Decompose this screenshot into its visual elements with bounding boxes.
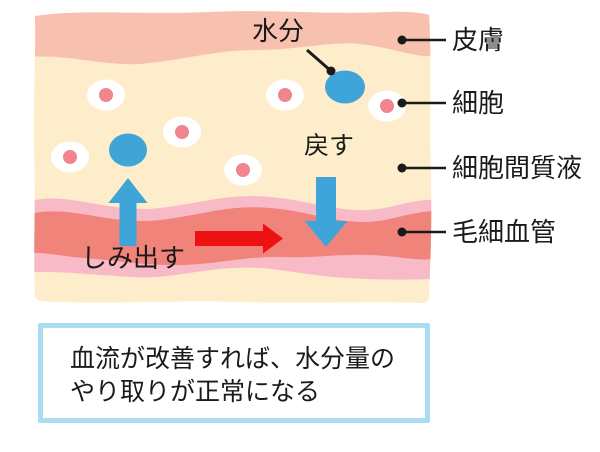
water-pointer-dot xyxy=(326,66,336,76)
caption-text: 血流が改善すれば、水分量の やり取りが正常になる xyxy=(43,328,425,409)
legend-label-capillary: 毛細血管 xyxy=(452,217,557,247)
cell-nucleus xyxy=(99,88,113,102)
legend-label-cell: 細胞 xyxy=(452,88,505,118)
return-down-arrow-icon xyxy=(304,177,348,247)
cell xyxy=(224,154,262,186)
cell xyxy=(163,116,201,148)
cell-nucleus xyxy=(236,163,250,177)
caption-box: 血流が改善すれば、水分量の やり取りが正常になる xyxy=(38,323,430,423)
cell-nucleus xyxy=(380,99,394,113)
seep-label: しみ出す xyxy=(81,243,186,273)
legend-label-skin: 皮膚 xyxy=(452,25,505,55)
water-pointer-line xyxy=(306,48,332,73)
legend-dot xyxy=(397,163,407,173)
seep-up-arrow-icon xyxy=(108,178,148,246)
blood-flow-arrow-icon xyxy=(195,223,283,254)
cell xyxy=(51,141,89,173)
legend-dot xyxy=(397,35,407,45)
water-label: 水分 xyxy=(252,16,305,46)
return-label: 戻す xyxy=(304,132,355,160)
caption-line-1: 血流が改善すれば、水分量の xyxy=(70,345,396,373)
legend-connectors xyxy=(397,35,446,237)
skin-layer xyxy=(33,11,432,65)
water-droplet xyxy=(109,133,147,167)
cell-nucleus xyxy=(175,125,189,139)
legend-dot xyxy=(397,98,407,108)
cell xyxy=(368,90,406,122)
water-droplet xyxy=(325,70,365,104)
cell-nucleus xyxy=(63,150,77,164)
cell xyxy=(266,79,304,111)
caption-line-2: やり取りが正常になる xyxy=(70,378,321,406)
cell-nucleus xyxy=(278,88,292,102)
cell xyxy=(87,79,125,111)
legend-label-interstitial-fluid: 細胞間質液 xyxy=(452,153,583,183)
legend-dot xyxy=(397,227,407,237)
